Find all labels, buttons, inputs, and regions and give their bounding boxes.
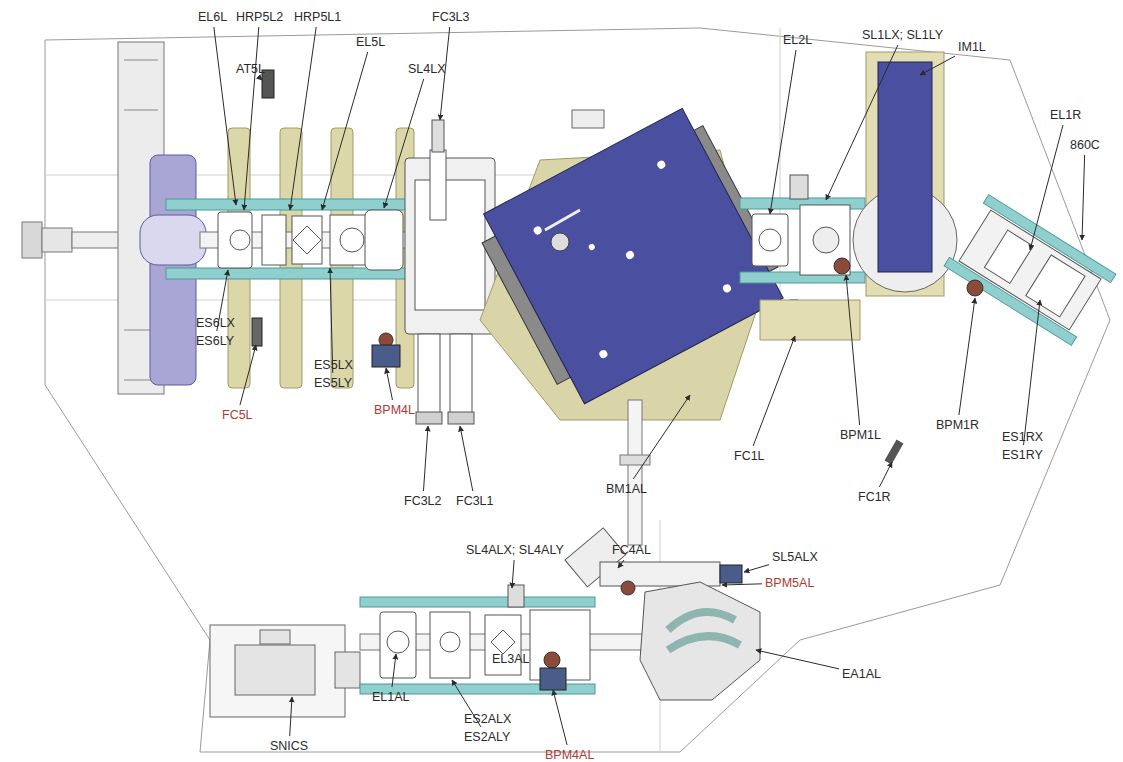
- part-label: EL3AL: [492, 652, 530, 666]
- part-label: ES6LX: [196, 316, 235, 330]
- leader-line: [920, 56, 955, 75]
- leader-line: [959, 298, 975, 415]
- part-label: ES2ALY: [464, 730, 510, 744]
- part-label: FC1R: [858, 490, 891, 504]
- part-label: HRP5L1: [294, 10, 341, 24]
- leader-line: [330, 268, 333, 373]
- part-label: ES1RY: [1002, 448, 1043, 462]
- beam-elements: [218, 210, 403, 270]
- part-label: FC1L: [734, 449, 765, 463]
- bending-magnet: [484, 108, 784, 403]
- leader-line: [879, 462, 892, 487]
- leader-line: [618, 560, 624, 568]
- part-label: SL5ALX: [772, 550, 818, 564]
- leader-line: [240, 345, 256, 405]
- part-label: HRP5L2: [236, 10, 283, 24]
- leader-line: [290, 27, 316, 210]
- part-label: AT5L: [236, 62, 265, 76]
- leader-line: [1082, 155, 1085, 240]
- part-label: BM1AL: [606, 482, 647, 496]
- leader-line: [846, 275, 860, 425]
- leader-line: [756, 650, 839, 669]
- part-label: FC3L2: [404, 494, 442, 508]
- leader-line: [423, 426, 428, 491]
- part-label: SL1LX; SL1LY: [862, 28, 943, 42]
- part-label: EL1AL: [372, 690, 410, 704]
- leader-line: [770, 50, 796, 214]
- part-label: ES5LX: [314, 358, 353, 372]
- im1l-magnet: [878, 62, 932, 272]
- part-label: BPM4L: [374, 403, 415, 417]
- electrostatic-analyzer: [640, 582, 760, 700]
- leader-line: [826, 45, 898, 200]
- fc3-chamber: [405, 120, 495, 424]
- part-label: ES5LY: [314, 376, 352, 390]
- part-label: BPM1L: [840, 428, 881, 442]
- leader-line: [214, 27, 236, 205]
- part-label: IM1L: [958, 40, 986, 54]
- part-label: BPM1R: [936, 418, 979, 432]
- part-label: EL1R: [1050, 108, 1081, 122]
- part-label: 860C: [1070, 138, 1100, 152]
- stands: [228, 128, 414, 388]
- part-label: FC4AL: [612, 543, 651, 557]
- part-label: SL4ALX; SL4ALY: [466, 543, 564, 557]
- part-label: EL2L: [783, 33, 812, 47]
- part-label: BPM4AL: [545, 748, 594, 762]
- part-label: SNICS: [270, 739, 308, 753]
- part-label: ES1RX: [1002, 430, 1043, 444]
- leader-line: [460, 426, 473, 491]
- part-label: EA1AL: [842, 667, 881, 681]
- part-label: FC5L: [222, 408, 253, 422]
- leader-line: [744, 565, 769, 572]
- part-label: FC3L1: [456, 494, 494, 508]
- snics-frame: [210, 625, 345, 717]
- tilted-section: [944, 195, 1116, 346]
- leader-line: [512, 560, 514, 588]
- leader-line: [1030, 125, 1063, 250]
- part-label: ES6LY: [196, 334, 234, 348]
- part-label: EL5L: [356, 35, 385, 49]
- part-label: ES2ALX: [464, 712, 511, 726]
- leader-line: [722, 584, 762, 585]
- leader-line: [633, 395, 690, 479]
- leader-line: [386, 368, 392, 400]
- leader-line: [261, 79, 262, 80]
- leader-line: [553, 690, 567, 745]
- part-label: FC3L3: [432, 10, 470, 24]
- leader-line: [244, 27, 259, 210]
- leader-line: [753, 336, 795, 446]
- gauge: [22, 222, 122, 258]
- part-label: SL4LX: [408, 62, 446, 76]
- leader-line: [384, 79, 424, 208]
- part-label: BPM5AL: [765, 576, 814, 590]
- room-outline: [45, 28, 1110, 752]
- leader-line: [290, 697, 292, 736]
- leader-line: [392, 654, 396, 687]
- leader-line: [322, 52, 368, 210]
- part-label: EL6L: [198, 10, 227, 24]
- leader-line: [1024, 300, 1040, 445]
